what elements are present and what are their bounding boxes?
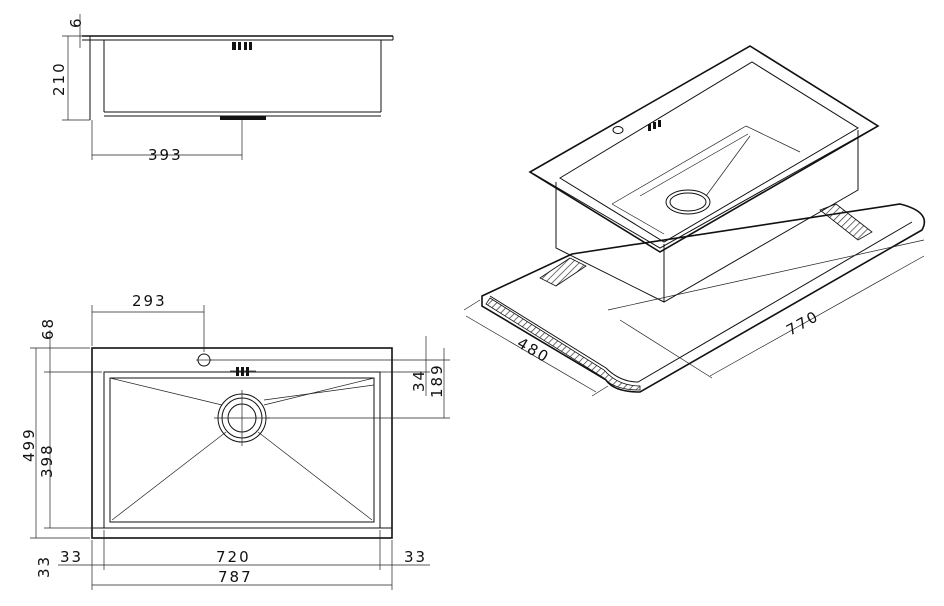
dim-left-margin: 33 [60, 548, 83, 566]
dim-right-margin: 33 [404, 548, 427, 566]
tap-hole-icon [612, 126, 624, 134]
dim-hole-to-drain: 189 [428, 363, 446, 398]
dim-tap-hole-offset: 293 [132, 292, 167, 310]
top-view: 293 68 499 398 33 33 720 33 787 34 189 [20, 292, 450, 590]
isometric-view: 480 770 [463, 45, 926, 397]
dim-outer-depth: 499 [20, 427, 38, 462]
dim-outer-width: 787 [218, 568, 253, 586]
dim-drain-offset: 393 [148, 146, 183, 164]
dim-bowl-width: 720 [216, 548, 251, 566]
overflow-slot-icon [232, 42, 252, 50]
overflow-slot-icon [230, 367, 256, 376]
dim-hole-to-bowl: 34 [410, 369, 428, 392]
dim-depth: 210 [50, 61, 68, 96]
dim-top-margin: 68 [39, 317, 57, 340]
dim-cabinet-width: 770 [783, 307, 822, 340]
tap-hole-icon [196, 353, 212, 367]
overflow-slot-icon [648, 120, 661, 131]
side-view: 6 210 393 [50, 14, 394, 164]
drain-icon [214, 390, 270, 446]
dim-bowl-depth: 398 [38, 443, 56, 478]
drain-icon [665, 189, 711, 215]
dim-top-thickness: 6 [67, 16, 85, 28]
dim-bottom-margin: 33 [35, 555, 53, 578]
